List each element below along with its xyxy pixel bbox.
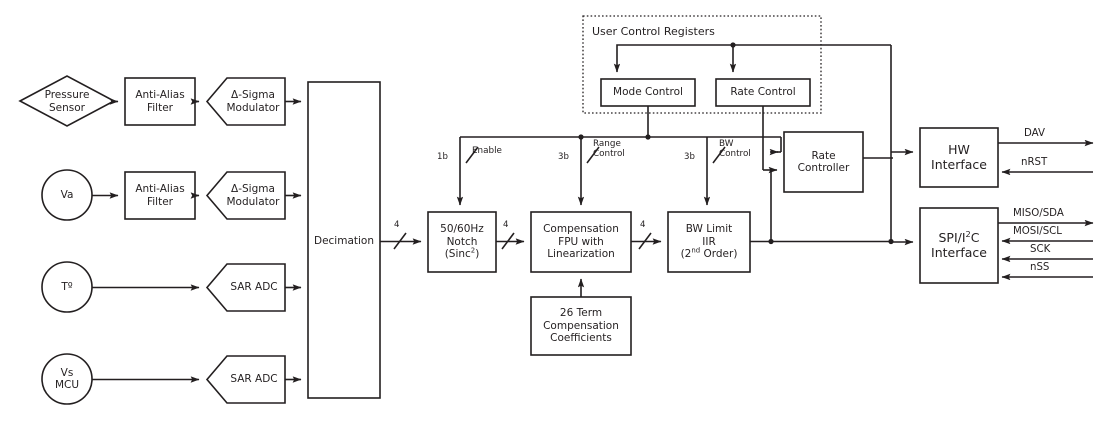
label-enable: Enable xyxy=(472,146,502,156)
io-label-nrst: nRST xyxy=(1021,157,1048,168)
vs-mcu-source-shape xyxy=(41,353,93,405)
bits-range-control: 3b xyxy=(558,152,569,162)
modulator-1-shape xyxy=(205,77,286,126)
mode-control-shape xyxy=(600,78,696,107)
bits-enable: 1b xyxy=(437,152,448,162)
bus-width-comp-out: 4 xyxy=(640,220,646,230)
io-label-dav: DAV xyxy=(1024,128,1045,139)
bus-tick-range xyxy=(586,146,600,164)
hw-interface-shape xyxy=(919,127,999,188)
va-source-shape xyxy=(41,169,93,221)
rate-control-shape xyxy=(715,78,811,107)
label-bw-control: BW Control xyxy=(719,139,751,159)
temperature-source-shape xyxy=(41,261,93,313)
compensation-fpu-shape xyxy=(530,211,632,273)
sar-adc-1-shape xyxy=(205,263,286,312)
junction-dot-ucr-top xyxy=(730,42,736,48)
pressure-sensor-shape xyxy=(18,75,116,127)
sar-adc-2-shape xyxy=(205,355,286,404)
bus-tick-comp-out xyxy=(638,232,652,250)
wire-ucr-feed-mode xyxy=(613,44,891,73)
anti-alias-filter-1-shape xyxy=(124,77,196,126)
user-control-registers-title: User Control Registers xyxy=(592,25,715,38)
anti-alias-filter-2-shape xyxy=(124,171,196,220)
spi-i2c-interface-shape xyxy=(919,207,999,284)
bus-tick-bw xyxy=(712,146,726,164)
junction-dot-mode xyxy=(645,134,651,140)
rate-controller-shape xyxy=(783,131,864,193)
compensation-coefficients-shape xyxy=(530,296,632,356)
junction-dots xyxy=(578,42,894,245)
bus-tick-notch-out xyxy=(501,232,515,250)
io-label-sck: SCK xyxy=(1030,244,1051,255)
bus-tick-enable xyxy=(465,146,479,164)
junction-dot-bw-out xyxy=(768,238,774,245)
junction-dot-range xyxy=(578,134,584,140)
notch-filter-shape xyxy=(427,211,497,273)
user-control-registers-group-shape xyxy=(582,15,822,114)
modulator-2-shape xyxy=(205,171,286,220)
io-label-nss: nSS xyxy=(1030,262,1050,273)
bw-limit-iir-shape xyxy=(667,211,751,273)
decimation-shape xyxy=(307,81,381,399)
bits-bw-control: 3b xyxy=(684,152,695,162)
bus-tick-decim-out xyxy=(393,232,407,250)
io-label-miso-sda: MISO/SDA xyxy=(1013,208,1064,219)
label-range-control: Range Control xyxy=(593,139,625,159)
bus-width-notch-out: 4 xyxy=(503,220,509,230)
io-label-mosi-scl: MOSI/SCL xyxy=(1013,226,1062,237)
junction-dot-spi-in xyxy=(888,238,894,245)
bus-width-decim-out: 4 xyxy=(394,220,400,230)
